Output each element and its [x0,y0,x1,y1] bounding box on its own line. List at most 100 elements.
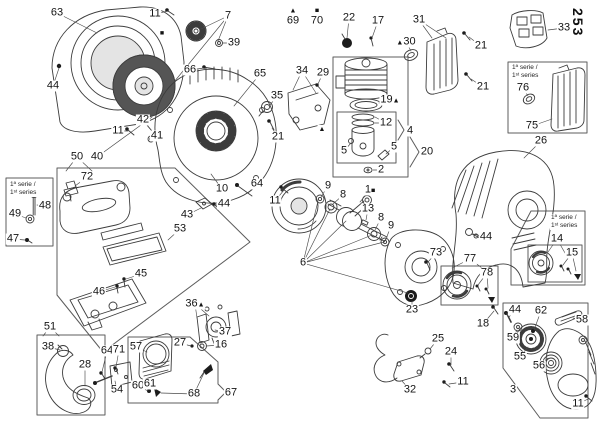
bracket-20 [409,136,420,168]
part-label-9: 9 [323,179,333,192]
woodruff-key-icon [360,219,369,226]
intake-tube-box [36,334,106,416]
engine-shroud [451,150,555,290]
muffler-first-series [522,64,586,132]
part-label-4: 4 [405,124,415,137]
part-label-29: 29 [315,66,331,79]
part-label-5: 5 [339,144,349,157]
part-label-34: 34 [294,64,310,77]
cover-gasket-icon [100,222,144,241]
heat-shield [509,10,548,49]
part-label-14: 14 [549,232,565,245]
part-label-42: 42 [135,113,151,126]
part-label-77: 77 [462,252,478,265]
leader-lines [12,10,589,405]
part-label-26: 26 [533,134,549,147]
piston-pin-icon [377,149,390,161]
pin-clip-icon [348,138,354,144]
part-label-68: 68 [186,387,202,400]
air-filter-element [102,232,167,266]
part-label-44: 44 [478,230,494,243]
part-label-30: ▲30 [395,35,417,48]
part-label-58: 58 [574,313,590,326]
piston [348,126,390,174]
part-label-59: 59 [505,331,521,344]
part-label-64: 64 [99,344,115,357]
part-label-63: 63 [49,6,65,19]
part-label-54: 54 [109,383,125,396]
wire-clamp-icon [424,347,432,355]
part-label-17: 17 [370,14,386,27]
starter-housing-icon [545,328,597,410]
air-cleaner-box [56,167,251,353]
part-label-15: 15 [564,246,580,259]
clutch [442,270,495,303]
part-label-45: 45 [133,267,149,280]
starter-pawl-icon [465,228,473,236]
part-label-60: 60 [130,379,146,392]
part-label-51: 51 [42,320,58,333]
part-label-39: 39 [226,36,242,49]
part-label-67: 67 [223,386,239,399]
mount-plate [93,361,133,388]
plug-cap-icon [342,38,352,48]
part-label-16: 16 [213,338,229,351]
muffler [403,27,459,95]
part-label-10: 10 [214,182,230,195]
part-label-20: 20 [419,145,435,158]
part-label-50: 50 [69,150,85,163]
part-label-marker: ■ [158,29,166,37]
series-box-left [5,177,54,247]
part-label-53: 53 [172,222,188,235]
crankshaft [315,194,390,247]
series-clutch-inner-box [527,244,583,283]
part-label-62: 62 [533,304,549,317]
bracket-icon [195,197,213,210]
part-label-19: 19▲ [379,93,401,106]
part-label-2: 2 [376,163,386,176]
clutch-box-77 [440,265,499,306]
part-label-marker: ▲ [317,125,327,133]
part-label-9: 9 [386,219,396,232]
part-label-28: 28 [77,358,93,371]
part-label-3: 3 [508,383,518,396]
part-label-27: 27 [172,336,188,349]
ignition-coil [373,333,432,383]
intake-tube [45,344,96,414]
part-label-66: 66 [182,63,198,76]
part-label-44: 44 [45,79,61,92]
small-fasteners [56,8,593,402]
air-filter-cover [59,180,144,241]
part-label-43: 43 [179,208,195,221]
bracket-4 [397,119,405,141]
part-label-11: 11 [148,7,162,20]
part-label-33: 33 [556,21,572,34]
part-label-8: 8 [338,188,348,201]
part-label-21: 21 [270,130,286,143]
part-label-7: 7 [223,9,233,22]
part-label-31: 31 [411,13,427,26]
series-note: 1ª serie /1ˢᵗ series [9,181,38,197]
clutch-first-series [528,250,581,280]
clamp-icon [57,345,69,357]
part-label-12: 12 [378,116,394,129]
part-label-11: 11 [571,397,585,410]
part-label-13: 13 [360,202,376,215]
impulse-fitting-icon [261,101,273,113]
part-label-55: 55 [512,350,528,363]
part-label-21: 21 [473,39,489,52]
part-label-44: 44 [507,303,523,316]
part-label-11: 11 [111,124,125,137]
part-label-40: 40 [89,150,105,163]
part-label-75: 75 [524,119,540,132]
part-label-24: 24 [443,345,459,358]
part-label-64: 64 [249,177,265,190]
part-label-36: 36▲ [184,297,206,310]
series-note: 1ª serie /1ˢᵗ series [511,64,540,80]
part-label-44: 44 [216,197,232,210]
nut-icon [215,39,223,47]
part-label-49: 49 [7,207,23,220]
rivet-icon [56,63,62,69]
